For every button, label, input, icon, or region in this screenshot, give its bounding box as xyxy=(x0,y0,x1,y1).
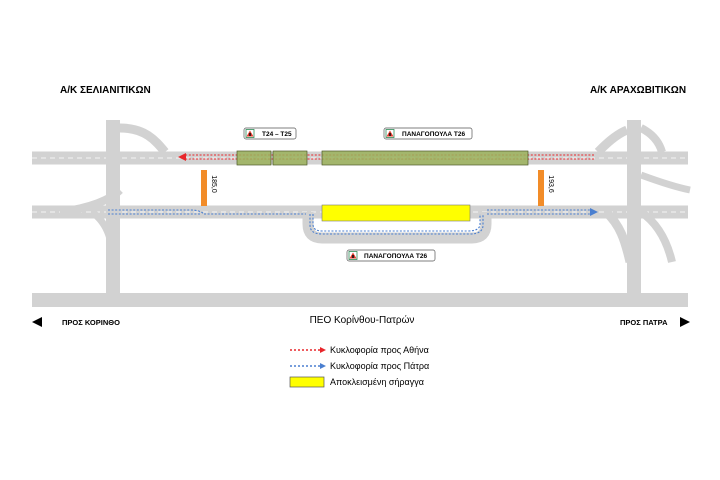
tunnel-signs xyxy=(243,127,473,262)
tunnel-label-t24-t25: Τ24 – Τ25 xyxy=(262,131,292,138)
ramp-right-north-bottom xyxy=(639,171,691,194)
traffic-patras-detour-inner xyxy=(312,214,481,232)
traffic-patras-arrowhead xyxy=(590,208,598,216)
ramp-left-south xyxy=(59,187,123,216)
tunnel-sign-t26-south xyxy=(346,249,436,262)
tunnel-overlays xyxy=(236,150,529,222)
traffic-patras-detour-outer xyxy=(309,214,484,235)
ramp-right-south-bottom xyxy=(602,208,635,263)
tunnel-sign-t26-north xyxy=(383,127,473,140)
ramp-right-south-bottom-2 xyxy=(638,208,676,263)
traffic-athens-arrowhead xyxy=(178,153,186,161)
tunnel-t26-north-overlay xyxy=(321,150,529,166)
crossover-193 xyxy=(538,170,544,206)
traffic-patras-line-1a xyxy=(108,209,205,215)
chainage-right-label: 193,6 xyxy=(547,175,554,193)
junction-right-label: Α/Κ ΑΡΑΧΩΒΙΤΙΚΩΝ xyxy=(590,85,686,96)
legend-label-patras: Κυκλοφορία προς Πάτρα xyxy=(330,361,429,371)
tunnel-warning-mark xyxy=(352,255,354,258)
detour-loop xyxy=(302,212,492,244)
legend-label-athens: Κυκλοφορία προς Αθήνα xyxy=(330,345,429,355)
direction-right-label: ΠΡΟΣ ΠΑΤΡΑ xyxy=(620,318,668,327)
junction-right-vertical-road xyxy=(627,120,641,300)
arrow-left-icon xyxy=(32,317,42,327)
tunnel-warning-mark xyxy=(389,133,391,136)
legend-red-arrowhead xyxy=(320,347,326,353)
crossover-185 xyxy=(201,170,207,206)
traffic-flows xyxy=(108,153,598,235)
legend-label-closed-tunnel: Αποκλεισμένη σήραγγα xyxy=(330,377,424,387)
junction-left-label: Α/Κ ΣΕΛΙΑΝΙΤΙΚΩΝ xyxy=(60,85,151,96)
tunnel-warning-mark xyxy=(249,133,251,136)
tunnel-label-t26-north: ΠΑΝΑΓΟΠΟΥΛΑ Τ26 xyxy=(402,131,465,138)
tunnel-t24-overlay xyxy=(236,150,272,166)
ramp-left-south-bottom xyxy=(89,209,117,261)
tunnel-sign-t24-t25 xyxy=(243,127,297,140)
old-national-road xyxy=(32,293,688,307)
chainage-left-label: 185,0 xyxy=(210,175,217,193)
tunnel-t25-overlay xyxy=(272,150,308,166)
closed-tunnel-t26-south xyxy=(321,204,471,222)
arrow-right-icon xyxy=(680,317,690,327)
legend: Κυκλοφορία προς Αθήνα Κυκλοφορία προς Πά… xyxy=(289,345,429,388)
legend-yellow-box xyxy=(289,376,325,388)
tunnel-label-t26-south: ΠΑΝΑΓΟΠΟΥΛΑ Τ26 xyxy=(364,253,427,260)
ramp-left-north-top xyxy=(119,123,169,155)
road-name-label: ΠΕΟ Κορίνθου-Πατρών xyxy=(310,314,415,326)
ramp-right-north-top-2 xyxy=(639,124,666,154)
legend-blue-arrowhead xyxy=(320,363,326,369)
direction-left-label: ΠΡΟΣ ΚΟΡΙΝΘΟ xyxy=(62,318,120,327)
ramp-right-north-top xyxy=(594,125,629,156)
